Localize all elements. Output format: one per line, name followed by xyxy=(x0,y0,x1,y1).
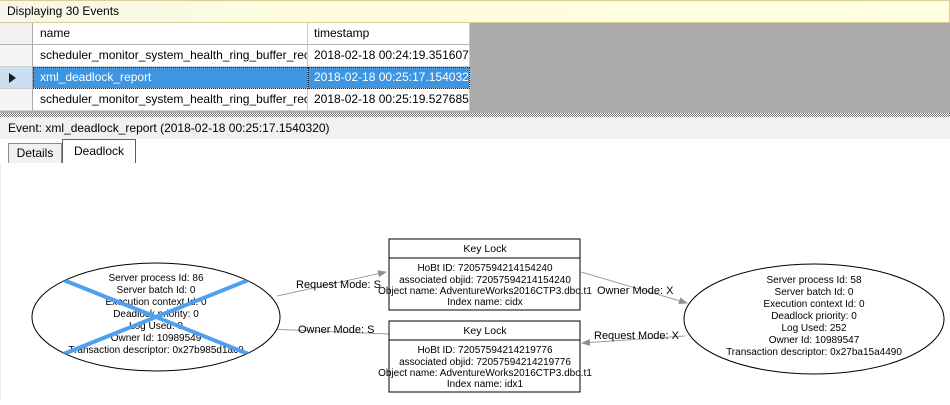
table-row-selected[interactable]: xml_deadlock_report 2018-02-18 00:25:17.… xyxy=(0,67,470,89)
horizontal-splitter[interactable] xyxy=(0,113,950,117)
edge-request-x: Request Mode: X xyxy=(581,330,686,346)
resource-title: Key Lock xyxy=(463,325,507,337)
edge-owner-s: Owner Mode: S xyxy=(267,324,390,336)
svg-text:Server process Id: 86: Server process Id: 86 xyxy=(108,273,203,284)
table-row[interactable]: scheduler_monitor_system_health_ring_buf… xyxy=(0,45,470,67)
svg-text:Log Used: 252: Log Used: 252 xyxy=(781,323,846,334)
row-header-cell[interactable] xyxy=(0,45,33,67)
event-timestamp-cell[interactable]: 2018-02-18 00:25:17.1540320 xyxy=(308,67,470,89)
svg-text:Log Used: 0: Log Used: 0 xyxy=(129,321,183,332)
svg-text:HoBt ID: 72057594214219776: HoBt ID: 72057594214219776 xyxy=(417,345,553,356)
deadlock-graph-panel: Request Mode: S Owner Mode: S Owner Mode… xyxy=(0,163,950,400)
column-header-timestamp[interactable]: timestamp xyxy=(308,23,470,45)
process-node-right[interactable]: Server process Id: 58 Server batch Id: 0… xyxy=(683,263,945,375)
event-timestamp-cell[interactable]: 2018-02-18 00:25:19.5276859 xyxy=(308,89,470,111)
edge-label-request-s: Request Mode: S xyxy=(296,279,381,291)
svg-text:Owner Id: 10989549: Owner Id: 10989549 xyxy=(111,333,202,344)
resource-title: Key Lock xyxy=(463,243,507,255)
svg-text:Object name: AdventureWorks201: Object name: AdventureWorks2016CTP3.dbo.… xyxy=(378,368,592,379)
row-header-cell[interactable] xyxy=(0,89,33,111)
svg-text:Index name: idx1: Index name: idx1 xyxy=(447,379,524,390)
svg-text:Server batch Id: 0: Server batch Id: 0 xyxy=(117,285,196,296)
svg-text:associated objid: 720575942142: associated objid: 72057594214219776 xyxy=(399,357,571,368)
row-header-cell[interactable] xyxy=(0,67,33,89)
column-header-name[interactable]: name xyxy=(33,23,308,45)
svg-text:Server process Id: 58: Server process Id: 58 xyxy=(766,275,861,286)
tab-details[interactable]: Details xyxy=(8,143,62,163)
tab-deadlock[interactable]: Deadlock xyxy=(62,139,136,163)
svg-text:Deadlock priority: 0: Deadlock priority: 0 xyxy=(771,311,857,322)
svg-text:Transaction descriptor: 0x27ba: Transaction descriptor: 0x27ba15a4490 xyxy=(726,347,902,358)
event-name-cell[interactable]: xml_deadlock_report xyxy=(33,67,308,89)
svg-text:HoBt ID: 72057594214154240: HoBt ID: 72057594214154240 xyxy=(417,263,553,274)
edge-request-s: Request Mode: S xyxy=(276,270,387,297)
grid-header-row: name timestamp xyxy=(0,23,470,45)
events-count-label: Displaying 30 Events xyxy=(7,4,120,18)
process-node-victim[interactable]: Server process Id: 86 Server batch Id: 0… xyxy=(31,262,281,372)
current-row-arrow-icon xyxy=(9,73,16,83)
selected-event-bar: Event: xml_deadlock_report (2018-02-18 0… xyxy=(0,117,950,139)
event-name-cell[interactable]: scheduler_monitor_system_health_ring_buf… xyxy=(33,45,308,67)
svg-text:Execution context Id: 0: Execution context Id: 0 xyxy=(763,299,865,310)
resource-node-keylock-bottom[interactable]: Key Lock HoBt ID: 72057594214219776 asso… xyxy=(378,320,592,393)
svg-text:Transaction descriptor: 0x27b9: Transaction descriptor: 0x27b985d1ac0 xyxy=(68,345,244,356)
edge-label-owner-s: Owner Mode: S xyxy=(298,324,374,336)
svg-text:Server batch Id: 0: Server batch Id: 0 xyxy=(775,287,854,298)
resource-node-keylock-top[interactable]: Key Lock HoBt ID: 72057594214154240 asso… xyxy=(378,238,592,311)
table-row[interactable]: scheduler_monitor_system_health_ring_buf… xyxy=(0,89,470,111)
detail-tabstrip: Details Deadlock xyxy=(0,139,950,163)
svg-text:Index name: cidx: Index name: cidx xyxy=(447,297,523,308)
edge-label-request-x: Request Mode: X xyxy=(594,330,680,342)
svg-text:Deadlock priority: 0: Deadlock priority: 0 xyxy=(113,309,199,320)
grid-corner-cell xyxy=(0,23,33,45)
svg-text:associated objid: 720575942141: associated objid: 72057594214154240 xyxy=(399,275,571,286)
event-name-cell[interactable]: scheduler_monitor_system_health_ring_buf… xyxy=(33,89,308,111)
svg-text:Object name: AdventureWorks201: Object name: AdventureWorks2016CTP3.dbo.… xyxy=(378,286,592,297)
edge-label-owner-x: Owner Mode: X xyxy=(597,285,674,297)
event-timestamp-cell[interactable]: 2018-02-18 00:24:19.3516078 xyxy=(308,45,470,67)
deadlock-graph: Request Mode: S Owner Mode: S Owner Mode… xyxy=(31,238,945,393)
edge-owner-x: Owner Mode: X xyxy=(580,271,688,305)
victim-cross-icon xyxy=(40,269,272,365)
events-count-bar: Displaying 30 Events xyxy=(0,0,950,23)
svg-text:Execution context Id: 0: Execution context Id: 0 xyxy=(105,297,207,308)
selected-event-label: Event: xml_deadlock_report (2018-02-18 0… xyxy=(8,121,330,135)
svg-text:Owner Id: 10989547: Owner Id: 10989547 xyxy=(769,335,860,346)
events-grid[interactable]: name timestamp scheduler_monitor_system_… xyxy=(0,23,950,113)
